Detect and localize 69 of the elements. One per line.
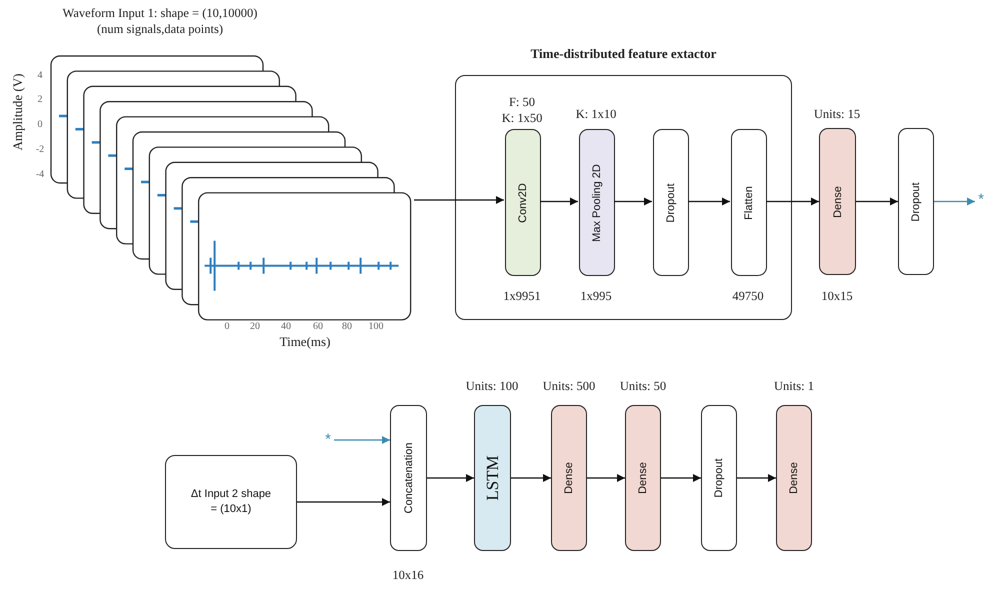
connector-mark: * bbox=[324, 431, 332, 449]
arrow bbox=[427, 474, 474, 482]
arrow bbox=[511, 474, 551, 482]
layer-label: Dense bbox=[563, 462, 575, 494]
layer-label: Dense bbox=[637, 462, 649, 494]
layer-box bbox=[731, 129, 767, 276]
layer-box bbox=[898, 128, 934, 275]
layer-box bbox=[653, 129, 689, 276]
tick-label: -2 bbox=[36, 144, 44, 155]
connector-mark: * bbox=[977, 191, 985, 209]
arrow bbox=[414, 196, 504, 204]
layer-box bbox=[701, 405, 737, 551]
layer-annotation: Units: 15 bbox=[814, 106, 860, 122]
layer-annotation: 1x9951 bbox=[503, 288, 541, 304]
layer-annotation: F: 50 K: 1x50 bbox=[502, 94, 542, 126]
tick-label: 100 bbox=[368, 321, 384, 332]
layer-label: LSTM bbox=[482, 455, 502, 501]
layer-label: Dropout bbox=[665, 182, 677, 222]
layer-label: Dropout bbox=[713, 458, 725, 498]
arrow bbox=[737, 474, 776, 482]
arrow bbox=[587, 474, 625, 482]
layer-annotation: 10x15 bbox=[821, 288, 853, 304]
arrow bbox=[856, 198, 898, 206]
tick-label: 0 bbox=[38, 119, 42, 130]
layer-box bbox=[625, 405, 661, 551]
layer-annotation: Units: 1 bbox=[774, 378, 814, 394]
layer-annotation: 10x16 bbox=[392, 567, 424, 583]
tick-label: 60 bbox=[313, 321, 323, 332]
layer-annotation: 49750 bbox=[732, 288, 764, 304]
arrow bbox=[934, 198, 975, 206]
layer-annotation: K: 1x10 bbox=[576, 106, 616, 122]
layer-box bbox=[551, 405, 587, 551]
tick-label: 2 bbox=[38, 94, 42, 105]
arrow bbox=[766, 198, 819, 206]
input-box bbox=[165, 455, 297, 549]
layer-box bbox=[390, 405, 427, 551]
arrow bbox=[297, 498, 390, 506]
arrow bbox=[661, 474, 701, 482]
layer-box bbox=[819, 128, 856, 275]
layer-label: Dropout bbox=[910, 182, 922, 222]
layer-box bbox=[505, 129, 541, 276]
layer-box bbox=[776, 405, 812, 551]
group-title: Time-distributed feature extactor bbox=[530, 46, 716, 62]
layer-annotation: Waveform Input 1: shape = (10,10000) (num signals,data points) bbox=[62, 5, 258, 37]
arrow bbox=[540, 198, 578, 206]
tick-label: 0 bbox=[224, 321, 230, 332]
layer-label: Dense bbox=[832, 186, 844, 218]
layer-annotation: Units: 50 bbox=[620, 378, 666, 394]
layer-label: Dense bbox=[788, 462, 800, 494]
axis-title: Time(ms) bbox=[280, 334, 330, 350]
layer-annotation: 1x995 bbox=[580, 288, 612, 304]
axis-title: Amplitude (V) bbox=[10, 74, 26, 150]
tick-label: 20 bbox=[250, 321, 260, 332]
layer-label: Concatenation bbox=[402, 442, 414, 514]
arrow bbox=[334, 436, 390, 444]
layer-label: Flatten bbox=[743, 186, 755, 220]
layer-label: Max Pooling 2D bbox=[591, 164, 603, 242]
tick-label: 80 bbox=[342, 321, 352, 332]
tick-label: -4 bbox=[36, 169, 44, 180]
layer-annotation: Units: 500 bbox=[542, 378, 596, 394]
tick-label: 4 bbox=[38, 70, 42, 81]
arrow bbox=[614, 198, 652, 206]
input-label: Δt Input 2 shape = (10x1) bbox=[190, 487, 272, 517]
arrow bbox=[688, 198, 730, 206]
layer-box bbox=[579, 129, 615, 276]
tick-label: 40 bbox=[281, 321, 291, 332]
layer-box bbox=[474, 405, 511, 551]
layer-label: Conv2D bbox=[517, 182, 529, 222]
layer-annotation: Units: 100 bbox=[466, 378, 518, 394]
